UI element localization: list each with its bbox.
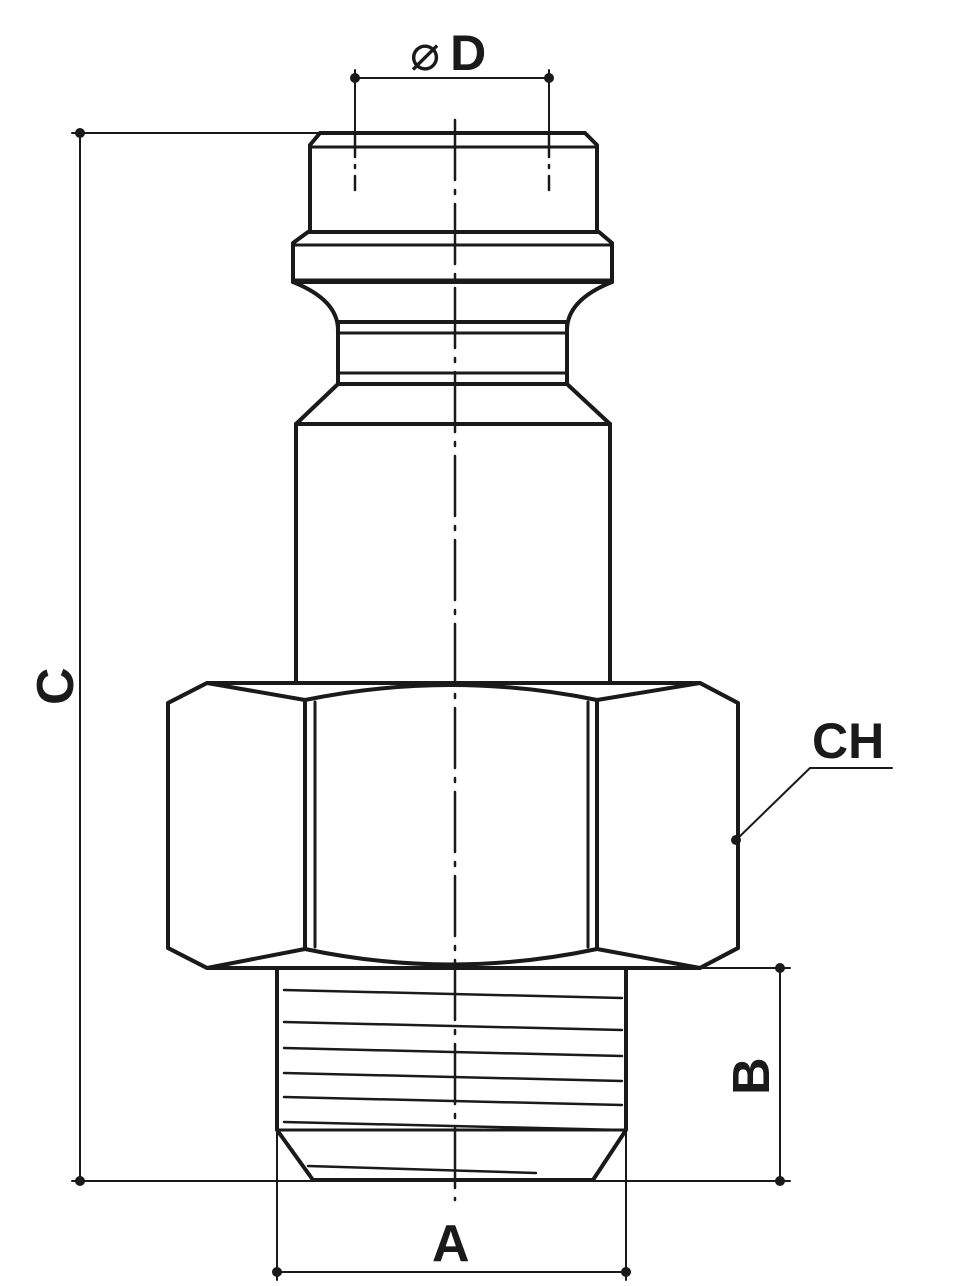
label-diameter-d: ⌀D [410,28,486,78]
nipple-head [308,131,599,234]
hex-nut [166,681,740,970]
label-c: C [27,667,85,705]
dimension-c [71,128,319,1186]
body-cylinder [294,422,612,685]
label-a: A [432,1215,470,1273]
collar [291,230,614,284]
dimension-d [350,69,554,136]
neck-groove [291,280,614,426]
label-b: B [723,1057,781,1095]
diameter-symbol: ⌀ [410,24,441,82]
label-d-text: D [450,25,487,81]
threaded-shank [275,966,628,1182]
ch-leader [731,767,893,845]
dimension-a [272,1129,631,1281]
label-ch: CH [812,713,885,769]
bore-hidden-lines [353,133,551,192]
